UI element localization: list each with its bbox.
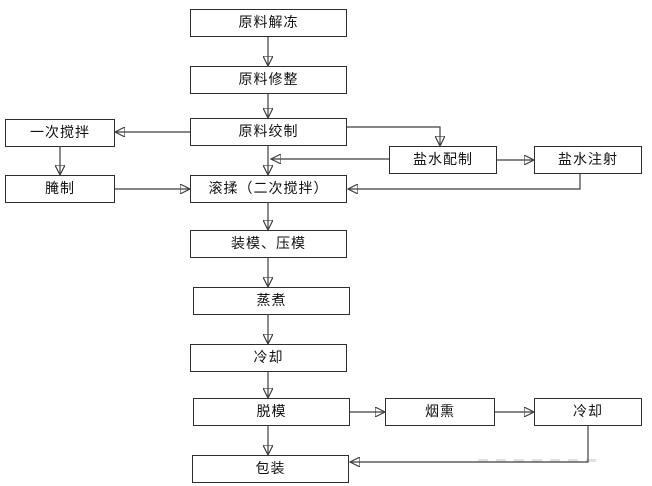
node-trimming: 原料修整 [190,66,347,94]
node-first-mixing: 一次搅拌 [5,119,115,147]
node-grinding: 原料绞制 [190,118,347,146]
node-brine-preparation: 盐水配制 [389,146,497,174]
node-smoking: 烟熏 [385,398,495,426]
node-molding-pressing: 装模、压模 [190,230,347,258]
watermark [478,459,596,462]
node-curing: 腌制 [5,175,115,203]
node-brine-injection: 盐水注射 [534,146,642,174]
node-cooling: 冷却 [190,344,347,372]
node-thawing: 原料解冻 [190,9,347,37]
edge-smoke-cooling-to-packaging [350,426,589,462]
node-demolding: 脱模 [193,398,350,426]
node-tumbling: 滚揉（二次搅拌） [190,175,347,203]
node-smoke-cooling: 冷却 [534,398,642,426]
edge-grinding-to-brine-preparation [347,126,440,146]
node-cooking: 蒸煮 [193,287,350,315]
node-packaging: 包装 [192,455,349,483]
edge-brine-injection-to-tumbling [348,174,581,189]
